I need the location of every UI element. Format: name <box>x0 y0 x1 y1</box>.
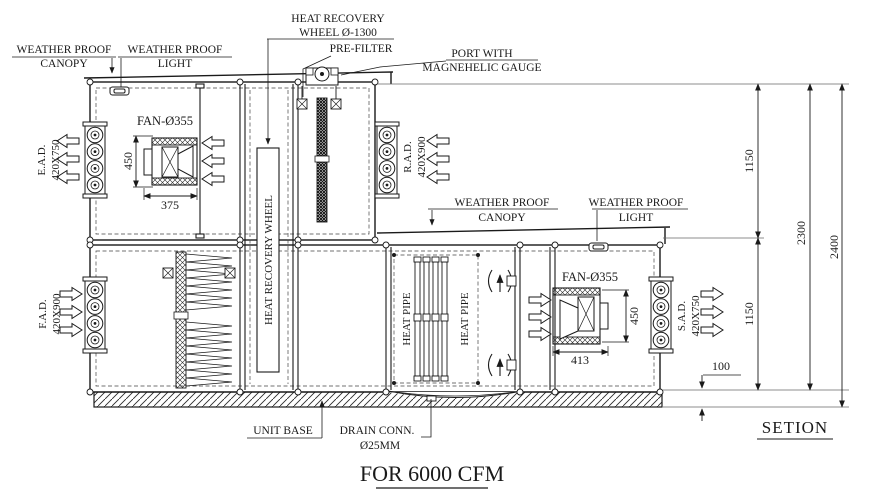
supply-airflow-arrows <box>528 293 552 341</box>
overall-height-dim: 2400 <box>827 235 841 259</box>
heat-pipe-left-label: HEAT PIPE <box>401 292 413 346</box>
unit-height-dim: 2300 <box>794 221 808 245</box>
callout-leaders <box>12 38 688 439</box>
dimension-lines <box>377 83 849 421</box>
spray-nozzles <box>487 269 517 377</box>
weather-proof-light-right-fixture <box>588 242 609 252</box>
canopy-left-label-2: CANOPY <box>40 58 88 70</box>
light-right-label-2: LIGHT <box>619 212 654 224</box>
heat-recovery-wheel: HEAT RECOVERY WHEEL <box>256 147 280 373</box>
sad-size: 420X750 <box>690 295 702 336</box>
heat-pipe-section: HEAT PIPE HEAT PIPE <box>392 253 480 385</box>
filter-bank <box>162 251 236 389</box>
light-left-label-2: LIGHT <box>158 58 193 70</box>
fad-airflow-arrows <box>59 287 83 337</box>
fan-left-width-dim: 375 <box>161 198 179 212</box>
heat-pipe-right-label: HEAT PIPE <box>459 292 471 346</box>
pre-filter-label: PRE-FILTER <box>330 43 393 55</box>
canopy-left-label-1: WEATHER PROOF <box>17 44 112 56</box>
magnehelic-port-label-1: PORT WITH <box>451 48 512 60</box>
view-label: SETION <box>762 418 828 437</box>
lower-height-dim: 1150 <box>742 302 756 326</box>
fad-louver <box>82 276 108 354</box>
canopy-right-label-2: CANOPY <box>478 212 526 224</box>
drain-fitting <box>426 395 437 402</box>
rad-label: R.A.D. <box>402 141 414 173</box>
fan-right-height-dim: 450 <box>627 307 641 325</box>
light-left-label-1: WEATHER PROOF <box>128 44 223 56</box>
fan-left <box>143 137 198 186</box>
damper-labels: E.A.D. 420X750 R.A.D. 420X900 F.A.D. 420… <box>36 136 702 336</box>
drain-conn-label-2: Ø25MM <box>360 440 400 452</box>
fan-left-height-dim: 450 <box>121 152 135 170</box>
panel-connectors <box>86 78 664 396</box>
fan-right <box>552 287 609 345</box>
sad-airflow-arrows <box>700 287 724 337</box>
fan-right-width-dim: 413 <box>571 353 589 367</box>
unit-base-label: UNIT BASE <box>253 425 313 437</box>
rad-louver <box>374 121 400 199</box>
sad-louver <box>648 276 674 354</box>
weather-proof-canopy-left <box>83 71 394 84</box>
base-height-dim: 100 <box>712 359 730 373</box>
canopy-right-label-1: WEATHER PROOF <box>455 197 550 209</box>
hrw-top-label-2: WHEEL Ø-1300 <box>299 27 377 39</box>
ead-label: E.A.D. <box>36 144 48 175</box>
ead-louver <box>82 121 108 199</box>
callout-texts: WEATHER PROOF CANOPY WEATHER PROOF LIGHT… <box>17 13 684 452</box>
heat-recovery-wheel-label: HEAT RECOVERY WHEEL <box>263 195 275 325</box>
hrw-top-label-1: HEAT RECOVERY <box>291 13 385 25</box>
rad-size: 420X900 <box>416 136 428 177</box>
ead-size: 420X750 <box>50 139 62 180</box>
fan-left-discharge-arrows <box>201 136 225 186</box>
light-right-label-1: WEATHER PROOF <box>589 197 684 209</box>
weather-proof-light-left-fixture <box>109 86 130 96</box>
pre-filter-assembly <box>296 86 342 223</box>
upper-height-dim: 1150 <box>742 149 756 173</box>
drain-conn-label-1: DRAIN CONN. <box>340 425 415 437</box>
weather-proof-canopy-right <box>376 226 671 244</box>
unit-base <box>93 390 663 408</box>
fan-left-label: FAN-Ø355 <box>137 114 193 128</box>
drain-pan-mask <box>388 392 522 398</box>
drawing-title: FOR 6000 CFM <box>360 461 504 486</box>
fad-size: 420X900 <box>51 293 63 334</box>
fan-right-label: FAN-Ø355 <box>562 270 618 284</box>
magnehelic-port-label-2: MAGNEHELIC GAUGE <box>422 62 541 74</box>
fan-left-dimensions <box>133 135 198 200</box>
fad-label: F.A.D. <box>37 299 49 329</box>
sad-label: S.A.D. <box>676 301 688 332</box>
fan-right-dimensions <box>552 289 629 356</box>
rad-airflow-arrows <box>426 134 450 184</box>
magnehelic-port-device <box>305 66 339 86</box>
